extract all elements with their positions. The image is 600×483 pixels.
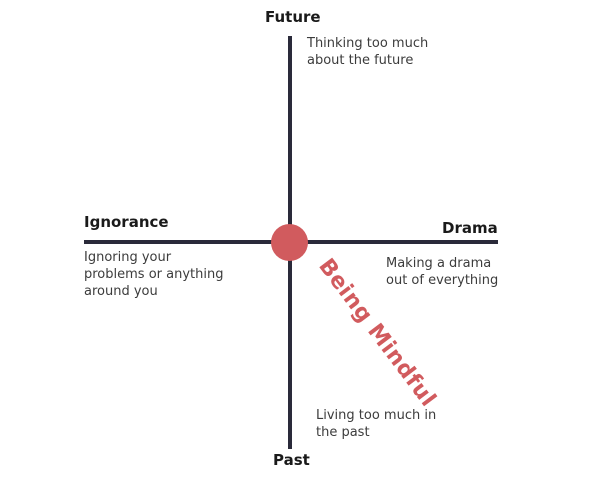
future-description: Thinking too much about the future — [307, 36, 429, 68]
past-label: Past — [273, 451, 310, 469]
drama-description: Making a drama out of everything — [386, 256, 499, 288]
past-description: Living too much in the past — [316, 408, 437, 440]
ignorance-description: Ignoring your problems or anything aroun… — [84, 250, 224, 299]
ignorance-label: Ignorance — [84, 213, 169, 231]
drama-label: Drama — [442, 219, 498, 237]
center-circle — [271, 224, 308, 261]
future-label: Future — [265, 8, 321, 26]
